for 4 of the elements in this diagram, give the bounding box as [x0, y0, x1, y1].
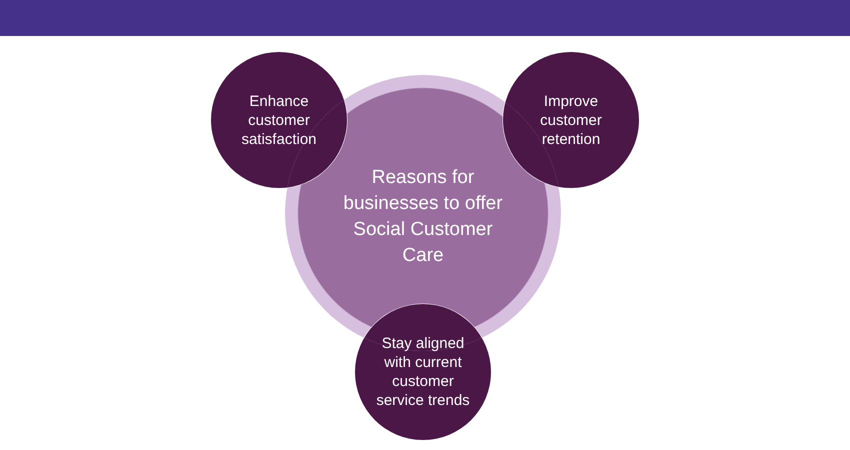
node-text: Stay aligned with current customer service trends — [375, 334, 471, 410]
node-text: Improve customer retention — [539, 92, 603, 148]
node-text: Enhance customer satisfaction — [240, 92, 318, 148]
node-text: Reasons for businesses to offer Social Customer Care — [342, 166, 504, 268]
